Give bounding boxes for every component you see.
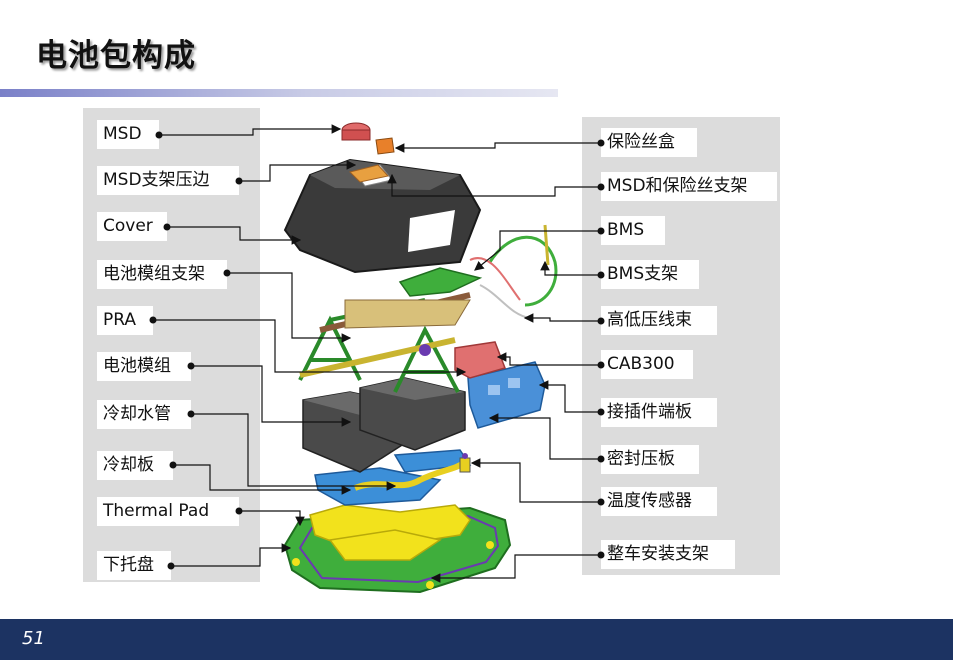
label-msd-bracket-clamp: MSD支架压边 (97, 166, 239, 195)
leader-lines-left (153, 124, 467, 567)
label-thermal-pad: Thermal Pad (97, 497, 239, 526)
label-connector-end-plate: 接插件端板 (601, 398, 717, 427)
label-lower-tray: 下托盘 (97, 551, 171, 580)
label-bms: BMS (601, 216, 665, 245)
label-msd: MSD (97, 120, 159, 149)
leader-lines-right (387, 142, 601, 583)
leader-dots-left (149, 131, 243, 570)
exploded-battery-pack-illustration (149, 122, 605, 594)
leader-dots-right (597, 139, 605, 559)
bms-board-shape (398, 267, 483, 297)
label-fuse-box: 保险丝盒 (601, 128, 697, 157)
msd-shape (341, 122, 371, 141)
frame-rails-shape (299, 292, 471, 378)
cab300-shape (454, 341, 506, 379)
temperature-sensor-shape (459, 453, 471, 473)
label-bms-bracket: BMS支架 (601, 260, 699, 289)
battery-module-shape (302, 377, 466, 473)
label-temperature-sensor: 温度传感器 (601, 487, 717, 516)
footer-bar: 51 (0, 619, 953, 660)
label-hv-lv-harness: 高低压线束 (601, 306, 717, 335)
connector-end-plate-shape (467, 361, 546, 429)
label-cover: Cover (97, 212, 167, 241)
title-underline-bar (0, 89, 558, 97)
thermal-pad-shape (309, 504, 471, 561)
label-pra: PRA (97, 306, 153, 335)
label-vehicle-mount-bracket: 整车安装支架 (601, 540, 735, 569)
label-module-bracket: 电池模组支架 (97, 260, 227, 289)
page-title: 电池包构成 (36, 38, 196, 74)
label-battery-module: 电池模组 (97, 352, 191, 381)
page-number: 51 (22, 628, 45, 649)
cooling-pipe-shape (353, 459, 467, 491)
label-cooling-pipe: 冷却水管 (97, 400, 191, 429)
label-msd-fuse-bracket: MSD和保险丝支架 (601, 172, 777, 201)
label-cooling-plate: 冷却板 (97, 451, 173, 480)
label-seal-plate: 密封压板 (601, 445, 699, 474)
label-cab300: CAB300 (601, 350, 693, 379)
wiring-harness-shape (469, 224, 558, 319)
pra-shape (419, 344, 431, 356)
fuse-box-shape (375, 137, 395, 155)
